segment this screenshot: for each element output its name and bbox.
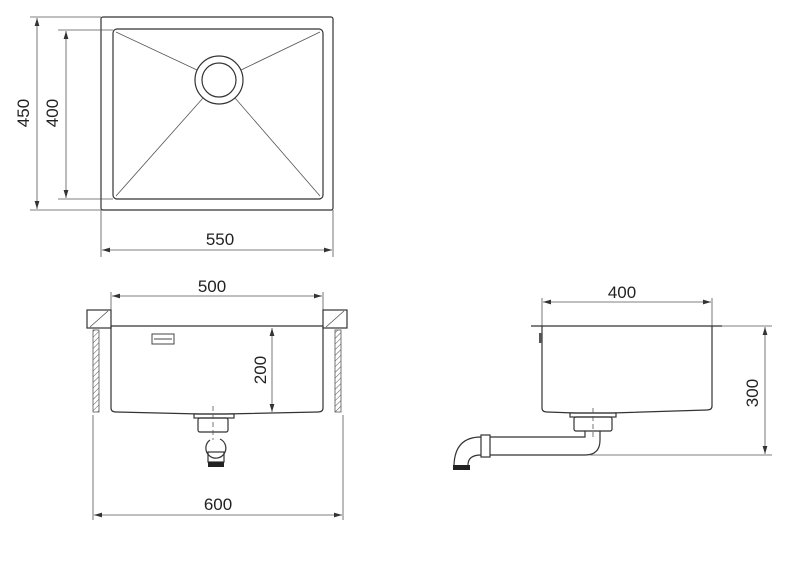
front-drain-trap [193,406,235,467]
bowl-slope-lines [115,31,321,197]
dim-label-400-top: 400 [43,99,62,127]
sink-outer-rim [100,16,334,211]
top-view: 450 400 550 [14,16,334,257]
countertop-right [322,309,348,413]
dim-label-400-side: 400 [608,283,636,302]
front-bowl [110,326,324,415]
front-view: 500 200 600 [86,277,348,520]
dim-label-500: 500 [198,277,226,296]
dim-label-450: 450 [14,99,33,127]
countertop-left [86,309,112,413]
side-view: 400 300 [453,283,772,470]
dim-label-600: 600 [204,495,232,514]
dim-label-200: 200 [251,356,270,384]
dim-label-550: 550 [206,230,234,249]
overflow-icon [151,333,175,345]
drain-outer-icon [194,55,244,105]
top-extension-lines [30,16,334,257]
side-drain-pipe [453,408,617,470]
dim-label-300: 300 [743,379,762,407]
sink-inner-bowl [112,28,324,200]
side-bowl [541,326,713,414]
drain-inner-icon [201,62,237,98]
